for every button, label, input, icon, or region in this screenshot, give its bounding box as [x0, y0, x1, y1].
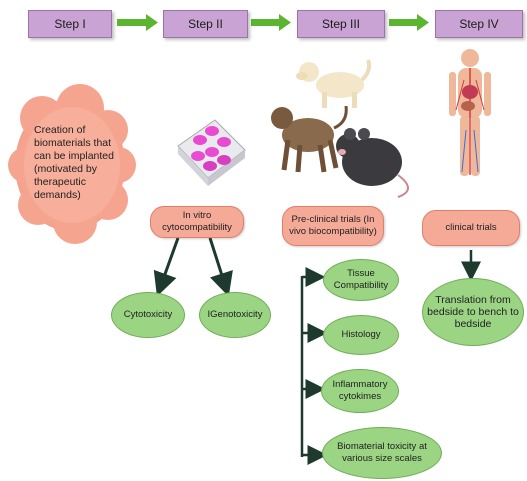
in-vitro-label: In vitro cytocompatibility — [162, 210, 232, 233]
step-arrow-2 — [251, 14, 291, 31]
monkey-icon — [271, 105, 348, 173]
step-1-label: Step I — [54, 17, 86, 31]
step-3-label: Step III — [321, 17, 361, 31]
inflammatory-cytokines-label: Inflammatory cytokimes — [332, 379, 388, 402]
step-2-label: Step II — [188, 17, 223, 31]
dog-icon — [296, 59, 372, 108]
translation-node: Translation from bedside to bench to bed… — [422, 278, 524, 346]
cell-culture-plate-icon — [177, 119, 246, 186]
clinical-trials-box: clinical trials — [422, 210, 520, 246]
histology-label: Histology — [341, 329, 381, 340]
pre-clinical-label: Pre-clinical trials (In vivo biocompatib… — [289, 214, 377, 237]
genotoxicity-node: IGenotoxicity — [199, 292, 271, 338]
tissue-compatibility-label: Tissue Compatibility — [333, 268, 389, 291]
in-vitro-box: In vitro cytocompatibility — [150, 206, 244, 238]
human-anatomy-icon — [449, 49, 491, 176]
step-1-description: Creation of biomaterials that can be imp… — [34, 124, 114, 201]
clinical-trials-label: clinical trials — [445, 222, 497, 233]
step-4-label: Step IV — [459, 17, 499, 31]
inflammatory-cytokines-node: Inflammatory cytokimes — [321, 369, 399, 413]
biomaterial-toxicity-label: Biomaterial toxicity at various size sca… — [337, 441, 427, 464]
step-2-header: Step II — [163, 10, 248, 38]
pre-clinical-box: Pre-clinical trials (In vivo biocompatib… — [282, 206, 384, 246]
cloud-shape — [8, 84, 136, 244]
step-1-header: Step I — [28, 10, 112, 38]
step-4-header: Step IV — [435, 10, 523, 38]
translation-label: Translation from bedside to bench to bed… — [427, 294, 519, 330]
step-3-header: Step III — [297, 10, 385, 38]
cytotoxicity-node: Cytotoxicity — [111, 292, 185, 338]
tissue-compatibility-node: Tissue Compatibility — [323, 259, 399, 301]
rat-icon — [336, 128, 409, 198]
genotoxicity-label: IGenotoxicity — [207, 309, 263, 320]
step-arrow-1 — [117, 14, 158, 31]
histology-node: Histology — [323, 315, 399, 355]
biomaterial-toxicity-node: Biomaterial toxicity at various size sca… — [322, 427, 442, 479]
cytotoxicity-label: Cytotoxicity — [123, 309, 173, 320]
step-arrow-3 — [389, 14, 429, 31]
